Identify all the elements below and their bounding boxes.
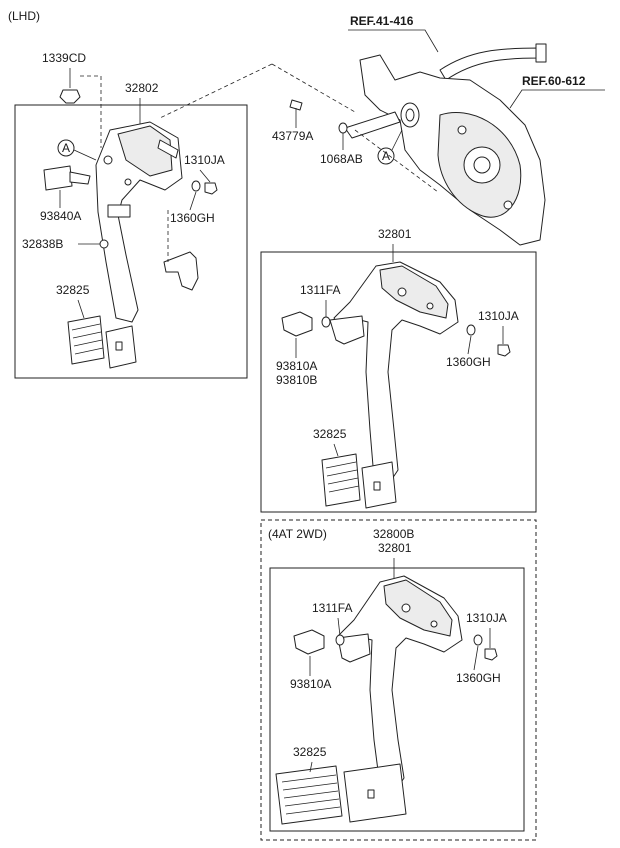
pivot-rod: [344, 111, 401, 139]
group-32801-frame: [260, 251, 537, 513]
label-1311FA-g3: 1311FA: [312, 601, 352, 615]
switch-bracket-g2: [329, 315, 365, 345]
switch-93810A-g3: [293, 629, 325, 655]
callout-A-top-leader: [391, 129, 403, 151]
pedal-arm-32802-hole: [103, 155, 113, 165]
group-32801-g3-frame: [269, 567, 525, 832]
callout-A-left-letter: A: [62, 141, 70, 155]
callout-A-top-letter: A: [382, 149, 390, 163]
pedal-plate-g3: [343, 763, 407, 823]
leader-1360GH-g3: [473, 645, 479, 671]
label-32800B: 32800B: [373, 527, 414, 541]
pedal-pad-32825-g1: [67, 315, 105, 365]
leader-1310JA-g1: [199, 169, 211, 183]
leader-1360GH-g1: [189, 191, 197, 211]
ref-60-612-leader: [509, 89, 605, 109]
spring-bracket-g1: [163, 251, 199, 291]
leader-1339CD-dash: [80, 75, 102, 148]
pedal-arm-hole: [426, 302, 434, 310]
leader-1311FA-g3: [337, 617, 341, 637]
clevis-pin: [289, 99, 303, 111]
pedal-arm-hole: [430, 620, 438, 628]
switch-93840A-plunger: [69, 171, 91, 185]
label-1068AB: 1068AB: [320, 152, 363, 166]
label-32825-g2: 32825: [313, 427, 347, 441]
pedal-arm-hole: [401, 603, 411, 613]
label-43779A: 43779A: [272, 129, 313, 143]
nut-1310JA-g1: [204, 182, 218, 195]
switch-mount: [157, 139, 179, 159]
pipe-end-fitting: [535, 43, 547, 63]
ref-41-416-label: REF.41-416: [350, 14, 414, 28]
label-93810A-g2: 93810A: [276, 359, 317, 373]
label-32802: 32802: [125, 81, 159, 95]
label-32825-g3: 32825: [293, 745, 327, 759]
label-1310JA-g3: 1310JA: [466, 611, 507, 625]
callout-A-top-circle: [377, 147, 395, 165]
small-washer: [338, 122, 348, 134]
mounting-bracket-assembly: [289, 43, 547, 246]
pedal-assembly-32801-g3: [275, 575, 463, 825]
ref-60-612-label: REF.60-612: [522, 74, 586, 88]
label-1311FA-g2: 1311FA: [300, 283, 340, 297]
label-1310JA-g1: 1310JA: [184, 153, 225, 167]
label-32801-g3: 32801: [378, 541, 412, 555]
pedal-arm-hole: [397, 287, 407, 297]
callout-A-left-circle: [57, 139, 75, 157]
pedal-arm-32802-head: [117, 125, 173, 177]
pedal-plate-slot: [115, 341, 123, 351]
pedal-pad-32825-g2: [321, 453, 361, 507]
washer-1360GH-g2: [466, 324, 476, 336]
label-1360GH-g2: 1360GH: [446, 355, 491, 369]
washer-1360GH-g3: [473, 634, 483, 646]
label-32801-g2: 32801: [378, 227, 412, 241]
switch-bracket-g3: [337, 633, 371, 663]
ref-line-to-group1: [159, 63, 273, 119]
leader-32825-g2: [333, 443, 339, 457]
pedal-arm-32802-hole: [124, 178, 132, 186]
ref-line-to-group2: [354, 129, 439, 193]
pedal-assembly-32802: [67, 121, 183, 369]
bracket-hole: [503, 200, 513, 210]
pedal-plate-slot: [367, 789, 375, 799]
nut-1339CD: [59, 89, 81, 104]
bolt-1311FA-g3: [335, 634, 345, 646]
label-1360GH-g3: 1360GH: [456, 671, 501, 685]
label-93810A-g3: 93810A: [290, 677, 331, 691]
pedal-plate-slot: [373, 481, 381, 491]
washer-1360GH-g1: [191, 180, 201, 192]
stopper-32838B: [99, 239, 109, 249]
bolt-1311FA-g2: [321, 316, 331, 328]
leader-32825-g1: [77, 299, 85, 319]
bracket-bore-inner: [473, 156, 491, 174]
pivot-bushing-inner: [405, 108, 415, 122]
label-32825-g1: 32825: [56, 283, 90, 297]
label-1339CD: 1339CD: [42, 51, 86, 65]
variant-label-4at-2wd: (4AT 2WD): [268, 527, 327, 541]
switch-93840A: [43, 165, 73, 191]
leader-1360GH-g2: [467, 335, 472, 355]
nut-1310JA-g3: [484, 648, 498, 661]
nut-1310JA-g2: [497, 344, 511, 357]
label-1360GH-g1: 1360GH: [170, 211, 215, 225]
leader-32825-g3: [309, 761, 313, 773]
group-4at-2wd-frame: [260, 519, 537, 841]
variant-label-lhd: (LHD): [8, 9, 40, 23]
label-93840A: 93840A: [40, 209, 81, 223]
ref-41-416-leader: [348, 29, 439, 53]
label-1310JA-g2: 1310JA: [478, 309, 519, 323]
bracket-hole: [457, 125, 467, 135]
ref-line-to-pivot: [271, 63, 356, 113]
pedal-assembly-32801: [321, 261, 459, 509]
switch-93810A-g2: [281, 311, 313, 337]
label-32838B: 32838B: [22, 237, 63, 251]
callout-A-left-leader: [73, 149, 97, 161]
group-32802-frame: [14, 104, 248, 379]
label-93810B-g2: 93810B: [276, 373, 317, 387]
stopper-bracket: [107, 204, 131, 218]
